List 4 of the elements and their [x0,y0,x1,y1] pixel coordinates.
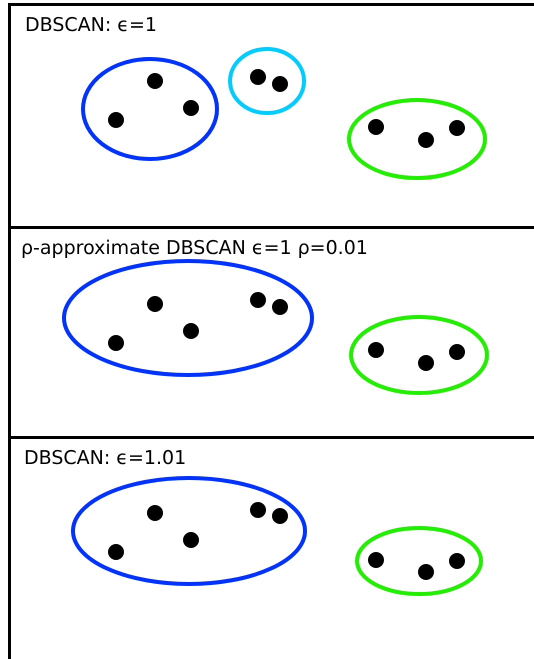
panel-title: DBSCAN: ϵ=1.01 [24,447,186,469]
panel [8,3,534,229]
panel-title: ρ-approximate DBSCAN ϵ=1 ρ=0.01 [21,237,368,259]
panel-title: DBSCAN: ϵ=1 [25,14,158,36]
